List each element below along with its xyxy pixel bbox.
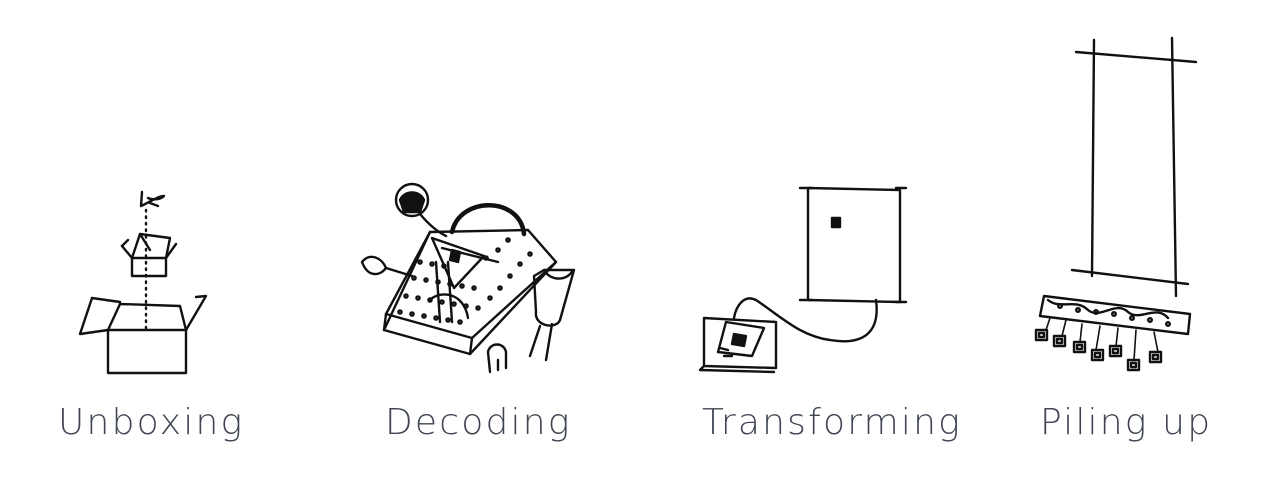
decoding-breadboard-sketch-icon (360, 182, 576, 374)
step-label-transforming: Transforming (702, 402, 962, 443)
unboxing-sketch-icon (78, 190, 208, 375)
step-label-decoding: Decoding (385, 402, 572, 443)
transforming-device-sketch-icon (698, 186, 908, 374)
step-label-piling-up: Piling up (1040, 402, 1213, 443)
piling-up-sketch-icon (1034, 36, 1198, 372)
step-label-unboxing: Unboxing (58, 402, 245, 443)
